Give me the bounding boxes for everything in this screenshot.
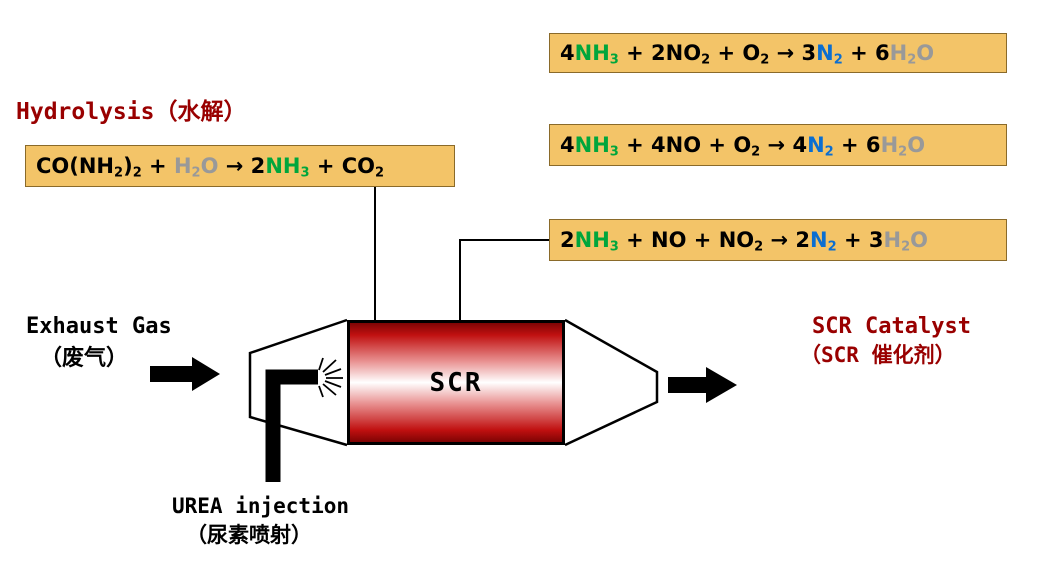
urea-spray <box>318 357 343 398</box>
equation-box-fast-reaction: 2NH3 + NO + NO2 → 2N2 + 3H2O <box>549 219 1007 261</box>
urea-injection-label-en: UREA injection <box>172 494 350 518</box>
scr-catalyst-label-en: SCR Catalyst <box>812 314 971 339</box>
outlet-gas-arrow <box>668 367 737 403</box>
equation-box-no2-reaction: 4NH3 + 2NO2 + O2 → 3N2 + 6H2O <box>549 33 1007 73</box>
urea-injector-pipe <box>265 369 318 482</box>
exhaust-gas-arrow <box>150 357 220 391</box>
equation-fast-reaction: 2NH3 + NO + NO2 → 2N2 + 3H2O <box>560 228 929 255</box>
scr-body-label: SCR <box>429 367 483 398</box>
equation-no2-reaction: 4NH3 + 2NO2 + O2 → 3N2 + 6H2O <box>560 41 935 68</box>
exhaust-gas-label-cn: （废气） <box>40 346 129 371</box>
equation-standard-reaction: 4NH3 + 4NO + O2 → 4N2 + 6H2O <box>560 133 926 160</box>
hydrolysis-title: Hydrolysis（水解） <box>16 99 247 125</box>
equation-box-hydrolysis: CO(NH2)2 + H2O → 2NH3 + CO2 <box>25 145 455 187</box>
exhaust-gas-label-en: Exhaust Gas <box>26 314 172 339</box>
scr-catalyst-body: SCR <box>347 320 565 445</box>
scr-catalyst-label-cn: （SCR 催化剂） <box>800 343 956 367</box>
outlet-cone <box>564 318 659 447</box>
equation-hydrolysis: CO(NH2)2 + H2O → 2NH3 + CO2 <box>36 154 385 181</box>
equation-box-standard-reaction: 4NH3 + 4NO + O2 → 4N2 + 6H2O <box>549 124 1007 166</box>
urea-injection-label-cn: （尿素喷射） <box>186 523 312 547</box>
connector-fast-reaction-line <box>459 239 549 322</box>
